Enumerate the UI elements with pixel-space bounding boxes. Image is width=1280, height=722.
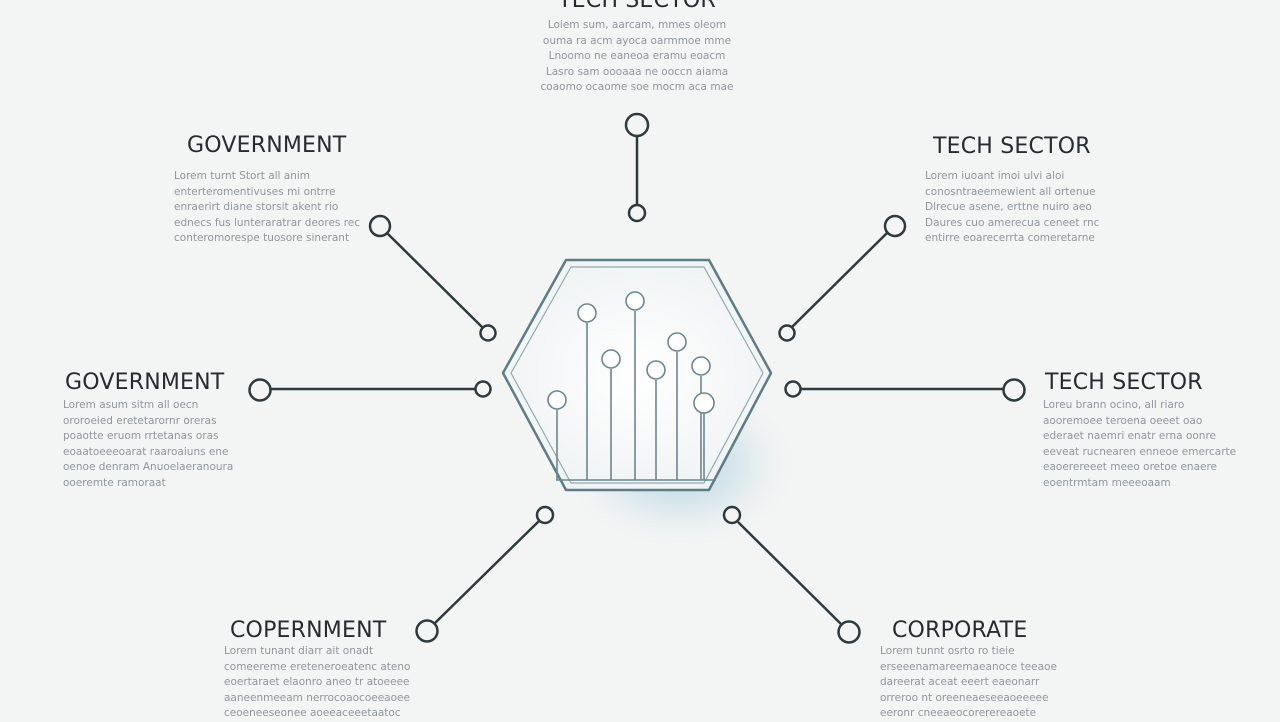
branch-text-lower-right: Lorem tunnt osrto ro tieie erseeenamaree… — [880, 645, 1057, 719]
branch-text-top: Loiem sum, aarcam, mmes oleom ouma ra ac… — [540, 19, 734, 93]
circuit-node — [646, 360, 666, 380]
branch-title-middle-right: TECH SECTOR — [1045, 370, 1203, 395]
branch-title-top: TECH SECTOR — [558, 0, 716, 13]
branch-title-middle-left: GOVERNMENT — [65, 370, 225, 395]
branch-text-lower-left: Lorem tunant diarr ait onadt comeereme e… — [224, 645, 411, 719]
connector-middle-right — [784, 378, 1026, 402]
branch-text-middle-right: Loreu brann ocino, all riaro aooremoee t… — [1043, 399, 1237, 489]
circuit-node — [547, 390, 567, 410]
connector-lower-right — [722, 505, 861, 644]
circuit-node — [691, 356, 711, 376]
branch-text-middle-left: Lorem asum sitm all oecn ororoeied erete… — [63, 399, 234, 489]
circuit-node — [625, 291, 645, 311]
circuit-node — [667, 332, 687, 352]
branch-text-upper-left: Lorem turnt Stort all anim enterteroment… — [174, 170, 361, 244]
branch-text-upper-right: Lorem iuoant imoi ulvi aloi conosntraeem… — [925, 170, 1100, 244]
circuit-hexagon-icon — [501, 258, 800, 550]
connector-lower-left — [415, 505, 555, 643]
circuit-node — [577, 303, 597, 323]
branch-title-upper-right: TECH SECTOR — [933, 134, 1091, 159]
connector-upper-right — [778, 214, 907, 342]
branch-title-lower-right: CORPORATE — [892, 618, 1028, 643]
branch-title-upper-left: GOVERNMENT — [187, 133, 347, 158]
connector-upper-left — [368, 214, 497, 342]
circuit-node — [693, 392, 715, 414]
connector-middle-left — [248, 378, 492, 402]
branch-title-lower-left: COPERNMENT — [230, 618, 387, 643]
connector-top — [624, 112, 650, 223]
circuit-node — [601, 349, 621, 369]
hexagon-inner — [510, 266, 764, 484]
